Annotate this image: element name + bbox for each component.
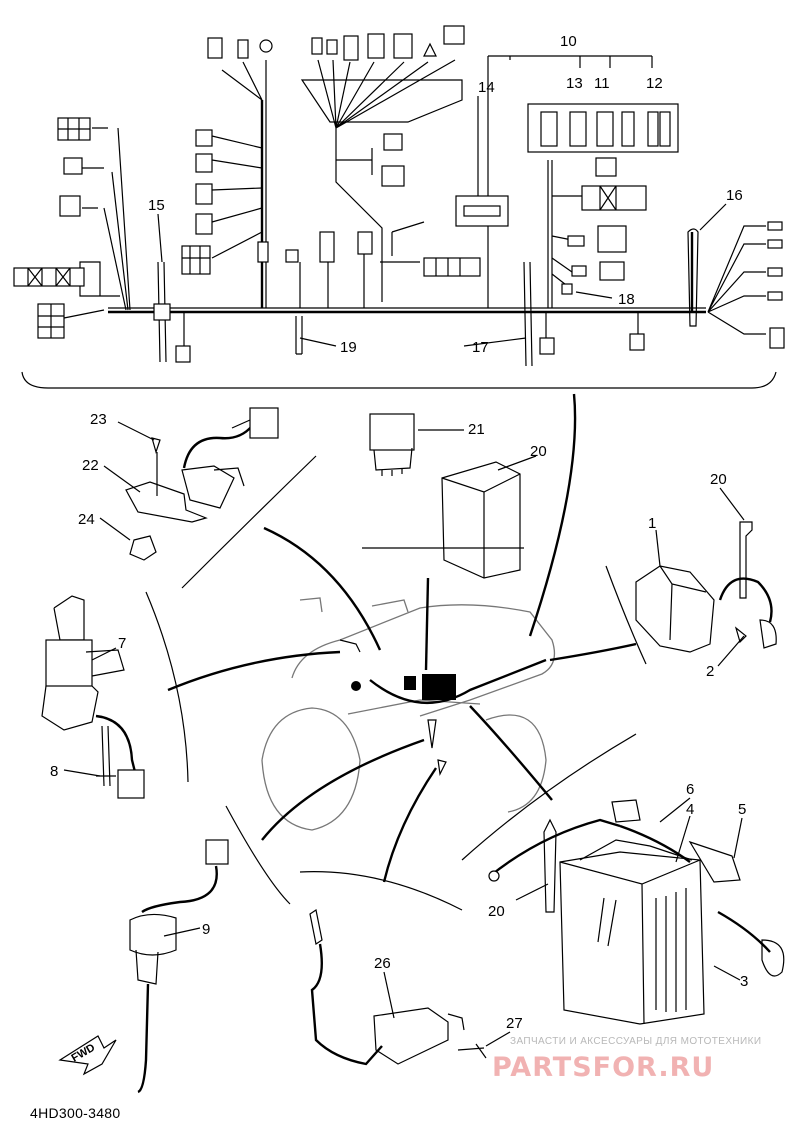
callout-10: 10 bbox=[560, 33, 577, 50]
callout-12: 12 bbox=[646, 75, 663, 92]
callout-5: 5 bbox=[738, 801, 746, 818]
callout-8: 8 bbox=[50, 763, 58, 780]
ignition-switch bbox=[41, 595, 145, 799]
watermark-brand: PARTSFOR.RU bbox=[492, 1052, 714, 1083]
callout-24: 23 bbox=[90, 411, 107, 428]
watermark-tagline: ЗАПЧАСТИ И АКСЕССУАРЫ ДЛЯ МОТОТЕХНИКИ bbox=[510, 1036, 761, 1047]
motorcycle-silhouette bbox=[261, 597, 556, 831]
relays-22-21 bbox=[369, 413, 521, 579]
watermark: ЗАПЧАСТИ И АКСЕССУАРЫ ДЛЯ МОТОТЕХНИКИ PA… bbox=[492, 1036, 761, 1083]
leader-arrows bbox=[167, 393, 637, 883]
callout-3: 3 bbox=[740, 973, 748, 990]
callout-11: 11 bbox=[594, 75, 610, 92]
fwd-label: FWD bbox=[70, 1042, 98, 1065]
callout-20-top: 20 bbox=[710, 471, 727, 488]
callout-14: 14 bbox=[478, 79, 495, 96]
callout-4: 4 bbox=[686, 801, 694, 818]
harness-connectors bbox=[13, 25, 785, 363]
battery-assembly bbox=[488, 799, 785, 1025]
callout-9: 9 bbox=[202, 921, 210, 938]
callout-leaders bbox=[63, 96, 745, 1047]
fuse-20-solenoid-1 bbox=[635, 521, 777, 653]
wire-harness-assembly bbox=[21, 55, 777, 389]
callout-23: 22 bbox=[82, 457, 99, 474]
callout-22: 21 bbox=[468, 421, 485, 438]
callout-18: 18 bbox=[618, 291, 635, 308]
starter-relay-26 bbox=[309, 909, 487, 1066]
callout-13: 13 bbox=[566, 75, 583, 92]
diagram-code: 4HD300-3480 bbox=[30, 1105, 120, 1121]
callout-21: 20 bbox=[530, 443, 547, 460]
callout-16: 16 bbox=[726, 187, 743, 204]
callout-17: 17 bbox=[472, 339, 489, 356]
callout-15: 15 bbox=[148, 197, 165, 214]
callout-7: 7 bbox=[118, 635, 126, 652]
callout-27: 27 bbox=[506, 1015, 523, 1032]
callout-1: 1 bbox=[648, 515, 656, 532]
callout-19: 19 bbox=[340, 339, 357, 356]
harness-clamps bbox=[153, 228, 699, 367]
relay-bracket-assembly bbox=[125, 407, 279, 561]
callout-numbers: 10 13 11 12 14 15 16 17 18 19 23 22 24 2… bbox=[50, 33, 748, 1032]
callout-25: 24 bbox=[78, 511, 95, 528]
callout-20-bottom: 20 bbox=[488, 903, 505, 920]
sensor-9 bbox=[129, 839, 229, 1094]
callout-6: 6 bbox=[686, 781, 694, 798]
fwd-arrow: FWD bbox=[58, 1035, 117, 1076]
callout-2: 2 bbox=[706, 663, 714, 680]
callout-26: 26 bbox=[374, 955, 391, 972]
